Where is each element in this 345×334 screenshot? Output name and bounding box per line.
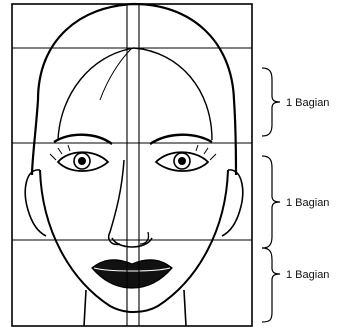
section-label-middle: 1 Bagian — [286, 197, 329, 209]
right-eye — [156, 145, 216, 171]
nose-bridge — [109, 160, 124, 244]
left-eye — [50, 145, 108, 171]
neck-left — [84, 290, 86, 326]
section-label-bottom: 1 Bagian — [286, 269, 329, 281]
hair-outline-left — [32, 100, 38, 175]
hair-outline — [38, 4, 236, 175]
hairline — [58, 48, 212, 140]
jaw-outline — [40, 170, 228, 312]
section-label-top: 1 Bagian — [286, 97, 329, 109]
brace-top — [262, 68, 280, 136]
neck-right — [184, 290, 186, 326]
brace-middle — [262, 156, 280, 248]
lips — [92, 260, 172, 288]
brace-bottom — [262, 248, 280, 322]
